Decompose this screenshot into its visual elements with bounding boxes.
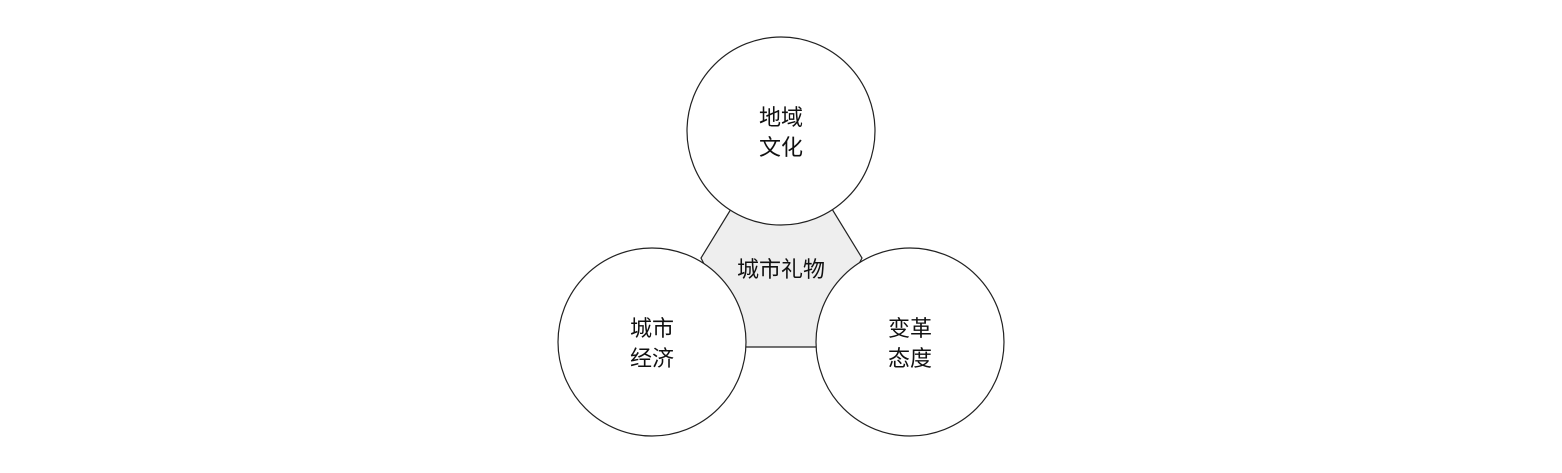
- node-right-label-line-2: 态度: [888, 347, 932, 372]
- node-right: 变革 态度: [815, 247, 1005, 437]
- node-right-circle: [815, 247, 1005, 437]
- node-top-label-line-1: 地域: [759, 106, 803, 131]
- node-top: 地域 文化: [686, 36, 876, 226]
- center-label: 城市礼物: [737, 258, 825, 283]
- node-left-label-line-2: 经济: [630, 347, 674, 372]
- node-top-label-line-2: 文化: [759, 136, 803, 161]
- node-top-circle: [686, 36, 876, 226]
- node-right-label-line-1: 变革: [888, 317, 932, 342]
- node-left: 城市 经济: [557, 247, 747, 437]
- node-left-label-line-1: 城市: [630, 317, 674, 342]
- node-left-circle: [557, 247, 747, 437]
